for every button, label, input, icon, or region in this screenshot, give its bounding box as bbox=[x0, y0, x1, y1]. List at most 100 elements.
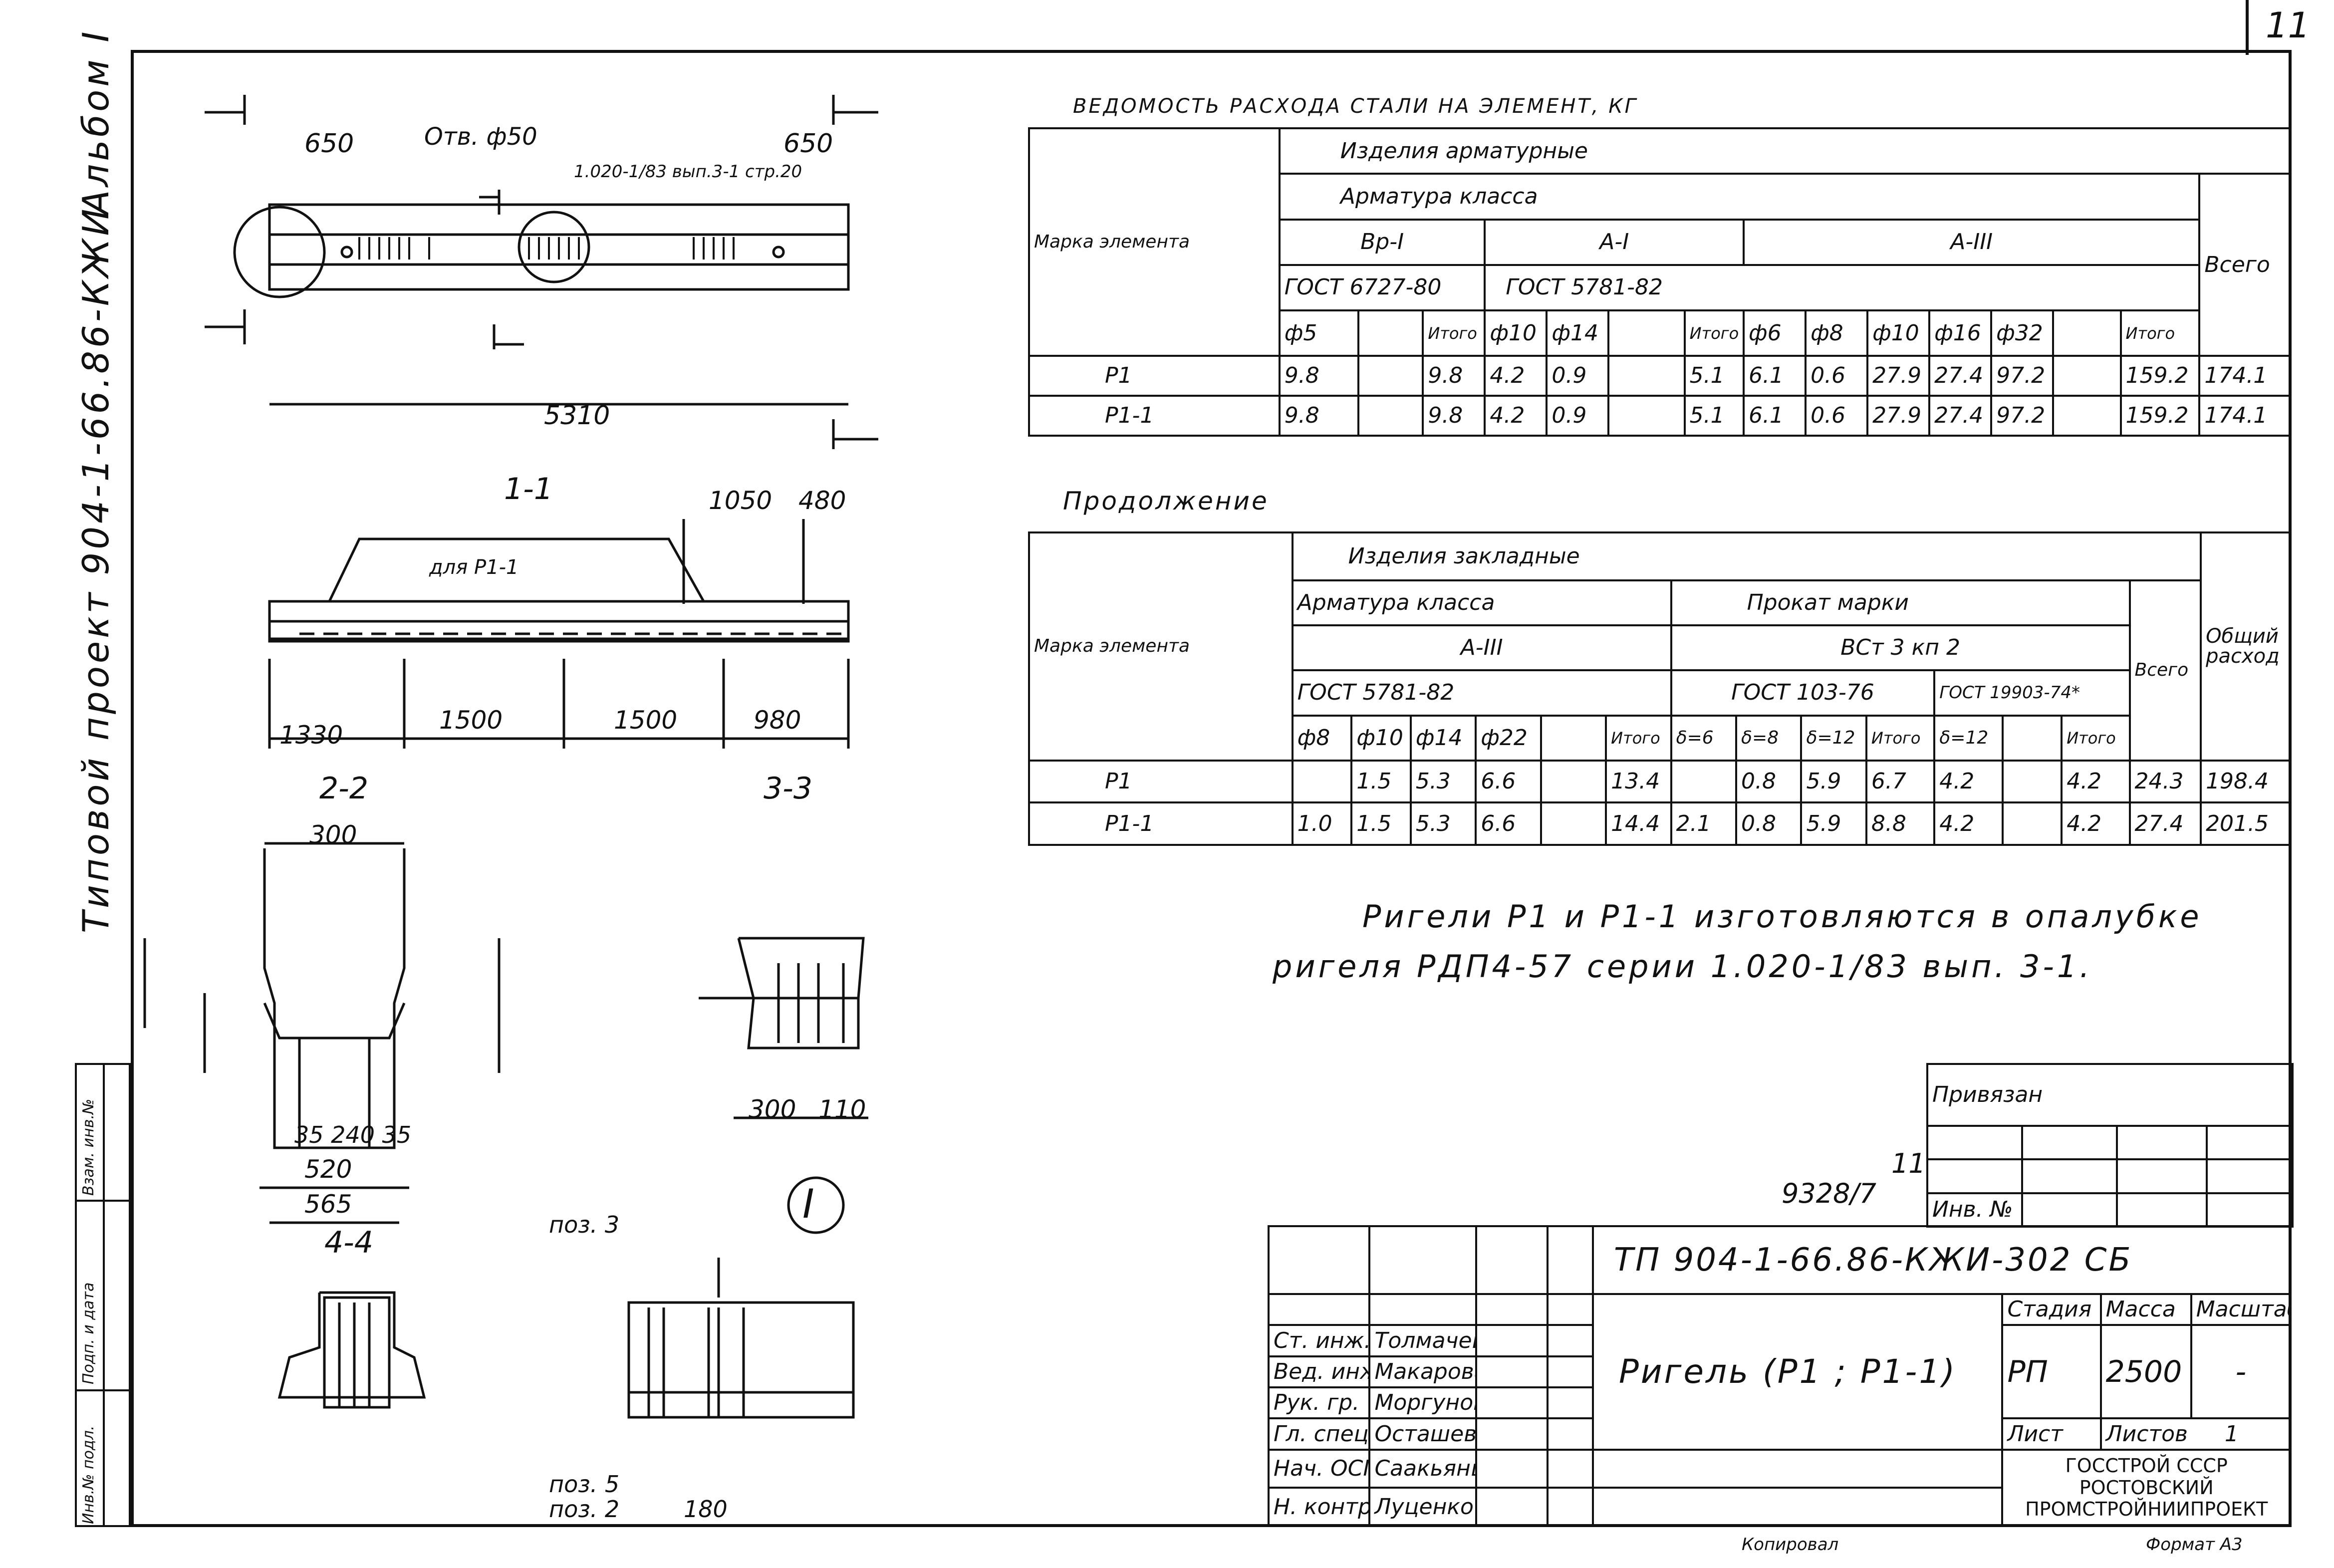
table2-mark-header: Марка элемента bbox=[1028, 531, 1294, 762]
cell: 6.6 bbox=[1475, 759, 1542, 804]
cell: 5.3 bbox=[1409, 801, 1477, 846]
table1-col-headers: ф5 Итого ф10 ф14 Итого ф6 ф8 ф10 ф16 ф32… bbox=[1029, 309, 2290, 357]
cell: 0.8 bbox=[1735, 759, 1803, 804]
cell bbox=[1291, 759, 1353, 804]
cell: 5.9 bbox=[1800, 801, 1867, 846]
table2-armatura: Арматура класса bbox=[1291, 579, 1672, 627]
org-line: ГОССТРОЙ СССР bbox=[2065, 1454, 2228, 1477]
table2-title: Продолжение bbox=[1063, 487, 1269, 516]
cell: 97.2 bbox=[1990, 355, 2055, 397]
cell: 27.9 bbox=[1866, 355, 1931, 397]
steel-table: Марка элемента Изделия арматурные Армату… bbox=[1028, 127, 2291, 437]
table1-col: ф10 bbox=[1484, 309, 1548, 357]
lists-value: 1 bbox=[2224, 1421, 2239, 1447]
cell: 9.8 bbox=[1422, 355, 1486, 397]
table1-col bbox=[2052, 309, 2122, 357]
org-line: РОСТОВСКИЙ bbox=[2079, 1476, 2214, 1499]
note-line-1: Ригели Р1 и Р1-1 изготовляются в опалубк… bbox=[1362, 898, 2202, 935]
dim-520: 520 bbox=[304, 1155, 352, 1184]
table2-prokat: Прокат марки bbox=[1670, 579, 2131, 627]
node-circle bbox=[233, 206, 326, 298]
lists-header: Листов 1 bbox=[2099, 1417, 2292, 1451]
dim-1050: 1050 bbox=[709, 486, 772, 515]
table2-col bbox=[1540, 714, 1607, 762]
cell: 97.2 bbox=[1990, 395, 2055, 437]
dim-1330: 1330 bbox=[279, 721, 343, 750]
cell: 9.8 bbox=[1422, 395, 1486, 437]
cell: 0.8 bbox=[1735, 801, 1803, 846]
cell: 4.2 bbox=[1933, 759, 2004, 804]
person: Макарова bbox=[1368, 1355, 1477, 1389]
table-row: Р1-1 1.0 1.5 5.3 6.6 14.4 2.1 0.8 5.9 8.… bbox=[1028, 801, 2291, 846]
section-4-4: 4-4 bbox=[324, 1225, 373, 1260]
table2-col: ф10 bbox=[1350, 714, 1412, 762]
section-2-2: 2-2 bbox=[319, 771, 368, 806]
cell: 24.3 bbox=[2128, 759, 2202, 804]
table2-gost-a: ГОСТ 103-76 bbox=[1670, 669, 1936, 717]
dim-565: 565 bbox=[304, 1190, 352, 1219]
table1-title: ВЕДОМОСТЬ РАСХОДА СТАЛИ НА ЭЛЕМЕНТ, КГ bbox=[1073, 95, 1638, 118]
table1-col: ф5 bbox=[1278, 309, 1359, 357]
cell: 27.4 bbox=[1928, 355, 1993, 397]
dim-5310: 5310 bbox=[544, 401, 610, 431]
person: Толмачева bbox=[1368, 1324, 1477, 1357]
table2-col: Итого bbox=[1605, 714, 1672, 762]
cell bbox=[1607, 355, 1686, 397]
scale-header: Масштаб bbox=[2190, 1293, 2292, 1326]
copied-label: Копировал bbox=[1742, 1535, 1839, 1555]
table-row: Р1 1.5 5.3 6.6 13.4 0.8 5.9 6.7 4.2 4.2 … bbox=[1028, 759, 2291, 804]
cell: 14.4 bbox=[1605, 801, 1672, 846]
drawing-frame bbox=[131, 50, 2292, 1527]
cell: 0.9 bbox=[1546, 395, 1610, 437]
table1-class-vr: Вр-I bbox=[1278, 218, 1486, 266]
stage-header: Стадия bbox=[2001, 1293, 2102, 1326]
table1-class-a3: A-III bbox=[1743, 218, 2201, 266]
cell bbox=[2001, 759, 2063, 804]
embedded-table: Марка элемента Изделия закладные Общий р… bbox=[1028, 531, 2291, 846]
table1-col: ф16 bbox=[1928, 309, 1993, 357]
person: Моргунов bbox=[1368, 1386, 1477, 1420]
dim-240: 35 240 35 bbox=[294, 1121, 411, 1148]
dim-300-33: 300 bbox=[749, 1095, 796, 1124]
title-block: ТП 904-1-66.86-КЖИ-302 СБ Ригель (Р1 ; Р… bbox=[1267, 1225, 2292, 1528]
table1-gost-1: ГОСТ 6727-80 bbox=[1278, 263, 1486, 312]
cell: 27.4 bbox=[1928, 395, 1993, 437]
cell: 9.8 bbox=[1278, 395, 1359, 437]
pos-3: поз. 3 bbox=[549, 1211, 619, 1238]
table2-gost-b: ГОСТ 19903-74* bbox=[1933, 669, 2131, 717]
cell: 6.1 bbox=[1743, 355, 1807, 397]
table1-col bbox=[1607, 309, 1686, 357]
page-number: 11 bbox=[2266, 5, 2311, 46]
person: Луценко bbox=[1368, 1487, 1477, 1527]
beam-drawings: 650 650 5310 Отв. ф50 1.020-1/83 вып.3-1… bbox=[143, 95, 878, 1523]
table1-col: Итого bbox=[1422, 309, 1486, 357]
cell: 5.1 bbox=[1683, 355, 1745, 397]
lists-label: Листов bbox=[2105, 1421, 2188, 1447]
row-mark: Р1 bbox=[1028, 355, 1281, 397]
cell: 6.6 bbox=[1475, 801, 1542, 846]
role: Нач. ОСП bbox=[1267, 1448, 1371, 1489]
dim-300-top: 300 bbox=[309, 820, 357, 849]
org-line: ПРОМСТРОЙНИИПРОЕКТ bbox=[2025, 1498, 2268, 1521]
role: Н. контр. bbox=[1267, 1487, 1371, 1527]
pos-5: поз. 5 bbox=[549, 1471, 619, 1498]
row-mark: Р1-1 bbox=[1028, 395, 1281, 437]
cell bbox=[2001, 801, 2063, 846]
drawing-number: 9328/7 bbox=[1782, 1178, 1876, 1209]
cell: 4.2 bbox=[2061, 759, 2131, 804]
table2-col: ф22 bbox=[1475, 714, 1542, 762]
dim-1500-a: 1500 bbox=[439, 706, 503, 735]
cell: 8.8 bbox=[1865, 801, 1936, 846]
format-label: Формат А3 bbox=[2146, 1535, 2243, 1555]
list-header: Лист bbox=[2001, 1417, 2102, 1451]
cell: 4.2 bbox=[2061, 801, 2131, 846]
cell bbox=[1357, 355, 1424, 397]
cell bbox=[1540, 801, 1607, 846]
table-row: Р1 9.8 9.8 4.2 0.9 5.1 6.1 0.6 27.9 27.4… bbox=[1028, 355, 2291, 397]
cell: 6.7 bbox=[1865, 759, 1936, 804]
role: Рук. гр. bbox=[1267, 1386, 1371, 1420]
table2-armatura-class: A-III bbox=[1291, 624, 1672, 672]
node-callout bbox=[787, 1176, 845, 1234]
table1-group: Изделия арматурные bbox=[1278, 127, 2291, 175]
table2-col: δ=8 bbox=[1735, 714, 1803, 762]
